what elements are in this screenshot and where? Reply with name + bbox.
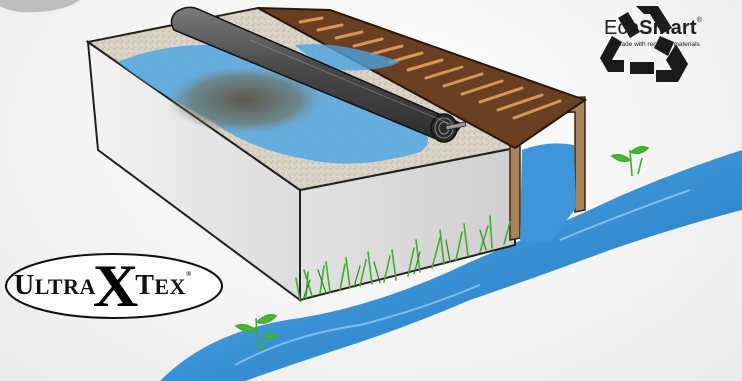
ecosmart-tagline: Made with recycled materials	[616, 41, 734, 48]
ultraxtex-left-word: ULTRA	[14, 270, 96, 302]
ecosmart-wordmark: EcoSmart®	[604, 17, 734, 40]
ecosmart-logo: EcoSmart® Made with recycled materials	[604, 17, 734, 48]
plant-sprout-right	[612, 147, 648, 176]
ultraxtex-right-word: TEX®	[135, 270, 191, 302]
ultraxtex-x-mark: X	[93, 266, 139, 306]
background-blob	[0, 0, 80, 12]
ultraxtex-logo: ULTRA X TEX®	[14, 268, 219, 304]
